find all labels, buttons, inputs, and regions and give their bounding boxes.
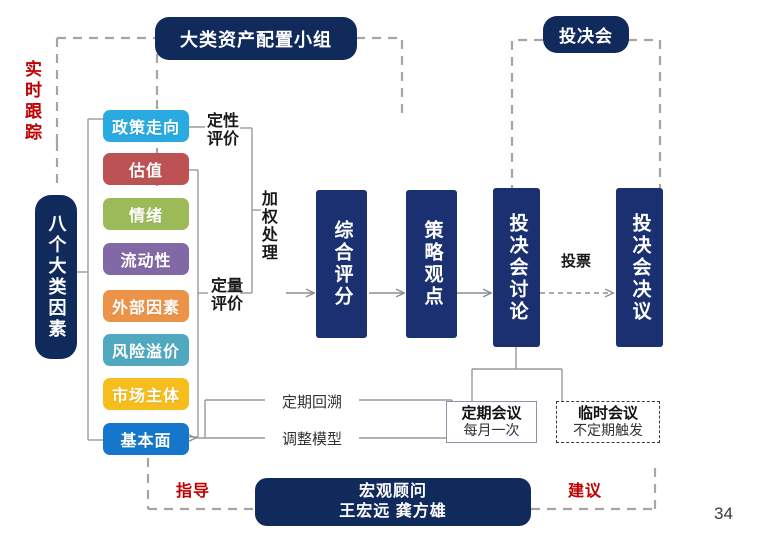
- factor-chip-risk-premium[interactable]: 风险溢价: [103, 334, 189, 366]
- eight-factors-box[interactable]: 八个大类因素: [35, 195, 77, 359]
- realtime-tracking-label: 实时跟踪: [22, 60, 41, 144]
- periodic-meeting-subtitle: 每月一次: [463, 422, 520, 439]
- quantitative-line-2: 评价: [210, 295, 243, 313]
- factor-label: 政策走向: [111, 120, 180, 137]
- factor-label: 风险溢价: [111, 344, 180, 361]
- adjust-model-label: 调整模型: [265, 431, 359, 449]
- ad-hoc-meeting-title: 临时会议: [577, 404, 638, 422]
- ad-hoc-meeting-subtitle: 不定期触发: [573, 422, 643, 439]
- periodic-meeting-title: 定期会议: [461, 404, 522, 422]
- factor-label: 估值: [128, 163, 163, 180]
- guidance-label: 指导: [165, 477, 221, 501]
- strategy-view-box[interactable]: 策略观点: [406, 190, 457, 338]
- asset-allocation-group-box[interactable]: 大类资产配置小组: [155, 17, 357, 60]
- eight-factors-label: 八个大类因素: [46, 214, 67, 340]
- factor-chip-market-participants[interactable]: 市场主体: [103, 378, 189, 410]
- investment-committee-box[interactable]: 投决会: [543, 16, 629, 53]
- factor-chip-fundamentals[interactable]: 基本面: [103, 423, 189, 455]
- factor-chip-liquidity[interactable]: 流动性: [103, 243, 189, 275]
- committee-discussion-box[interactable]: 投决会讨论: [493, 188, 540, 347]
- weighting-process-text: 加权处理: [258, 190, 276, 262]
- factor-label: 市场主体: [111, 388, 180, 405]
- quantitative-evaluation-label: 定量 评价: [207, 278, 247, 314]
- qualitative-line-2: 评价: [206, 130, 239, 148]
- factor-chip-external[interactable]: 外部因素: [103, 290, 189, 322]
- factor-label: 基本面: [120, 433, 172, 450]
- composite-score-label: 综合评分: [331, 220, 353, 308]
- macro-advisor-title: 宏观顾问: [358, 483, 427, 500]
- vote-label: 投票: [560, 253, 591, 270]
- suggestion-label: 建议: [557, 477, 613, 501]
- qualitative-evaluation-label: 定性 评价: [203, 113, 243, 149]
- factor-chip-list: 政策走向 估值 情绪 流动性 外部因素 风险溢价 市场主体 基本面: [103, 110, 189, 455]
- weighting-process-label: 加权处理: [258, 190, 282, 262]
- asset-allocation-group-label: 大类资产配置小组: [180, 29, 332, 50]
- strategy-view-label: 策略观点: [421, 220, 443, 308]
- macro-advisor-box[interactable]: 宏观顾问 王宏远 龚方雄: [255, 478, 531, 526]
- factor-label: 外部因素: [111, 300, 180, 317]
- committee-resolution-box[interactable]: 投决会决议: [616, 188, 663, 347]
- factor-chip-policy[interactable]: 政策走向: [103, 110, 189, 142]
- macro-advisor-names: 王宏远 龚方雄: [339, 503, 447, 520]
- composite-score-box[interactable]: 综合评分: [316, 190, 367, 338]
- page-number: 34: [714, 504, 733, 523]
- ad-hoc-meeting-box[interactable]: 临时会议 不定期触发: [556, 401, 660, 443]
- qualitative-line-1: 定性: [206, 113, 239, 130]
- investment-committee-label: 投决会: [559, 27, 613, 46]
- periodic-review-label: 定期回溯: [265, 394, 359, 412]
- factor-label: 情绪: [128, 208, 163, 225]
- committee-resolution-label: 投决会决议: [629, 212, 651, 323]
- factor-chip-valuation[interactable]: 估值: [103, 153, 189, 185]
- quantitative-line-1: 定量: [210, 278, 243, 295]
- periodic-meeting-box[interactable]: 定期会议 每月一次: [446, 401, 537, 443]
- factor-chip-sentiment[interactable]: 情绪: [103, 198, 189, 230]
- committee-discussion-label: 投决会讨论: [506, 212, 528, 323]
- factor-label: 流动性: [120, 253, 172, 270]
